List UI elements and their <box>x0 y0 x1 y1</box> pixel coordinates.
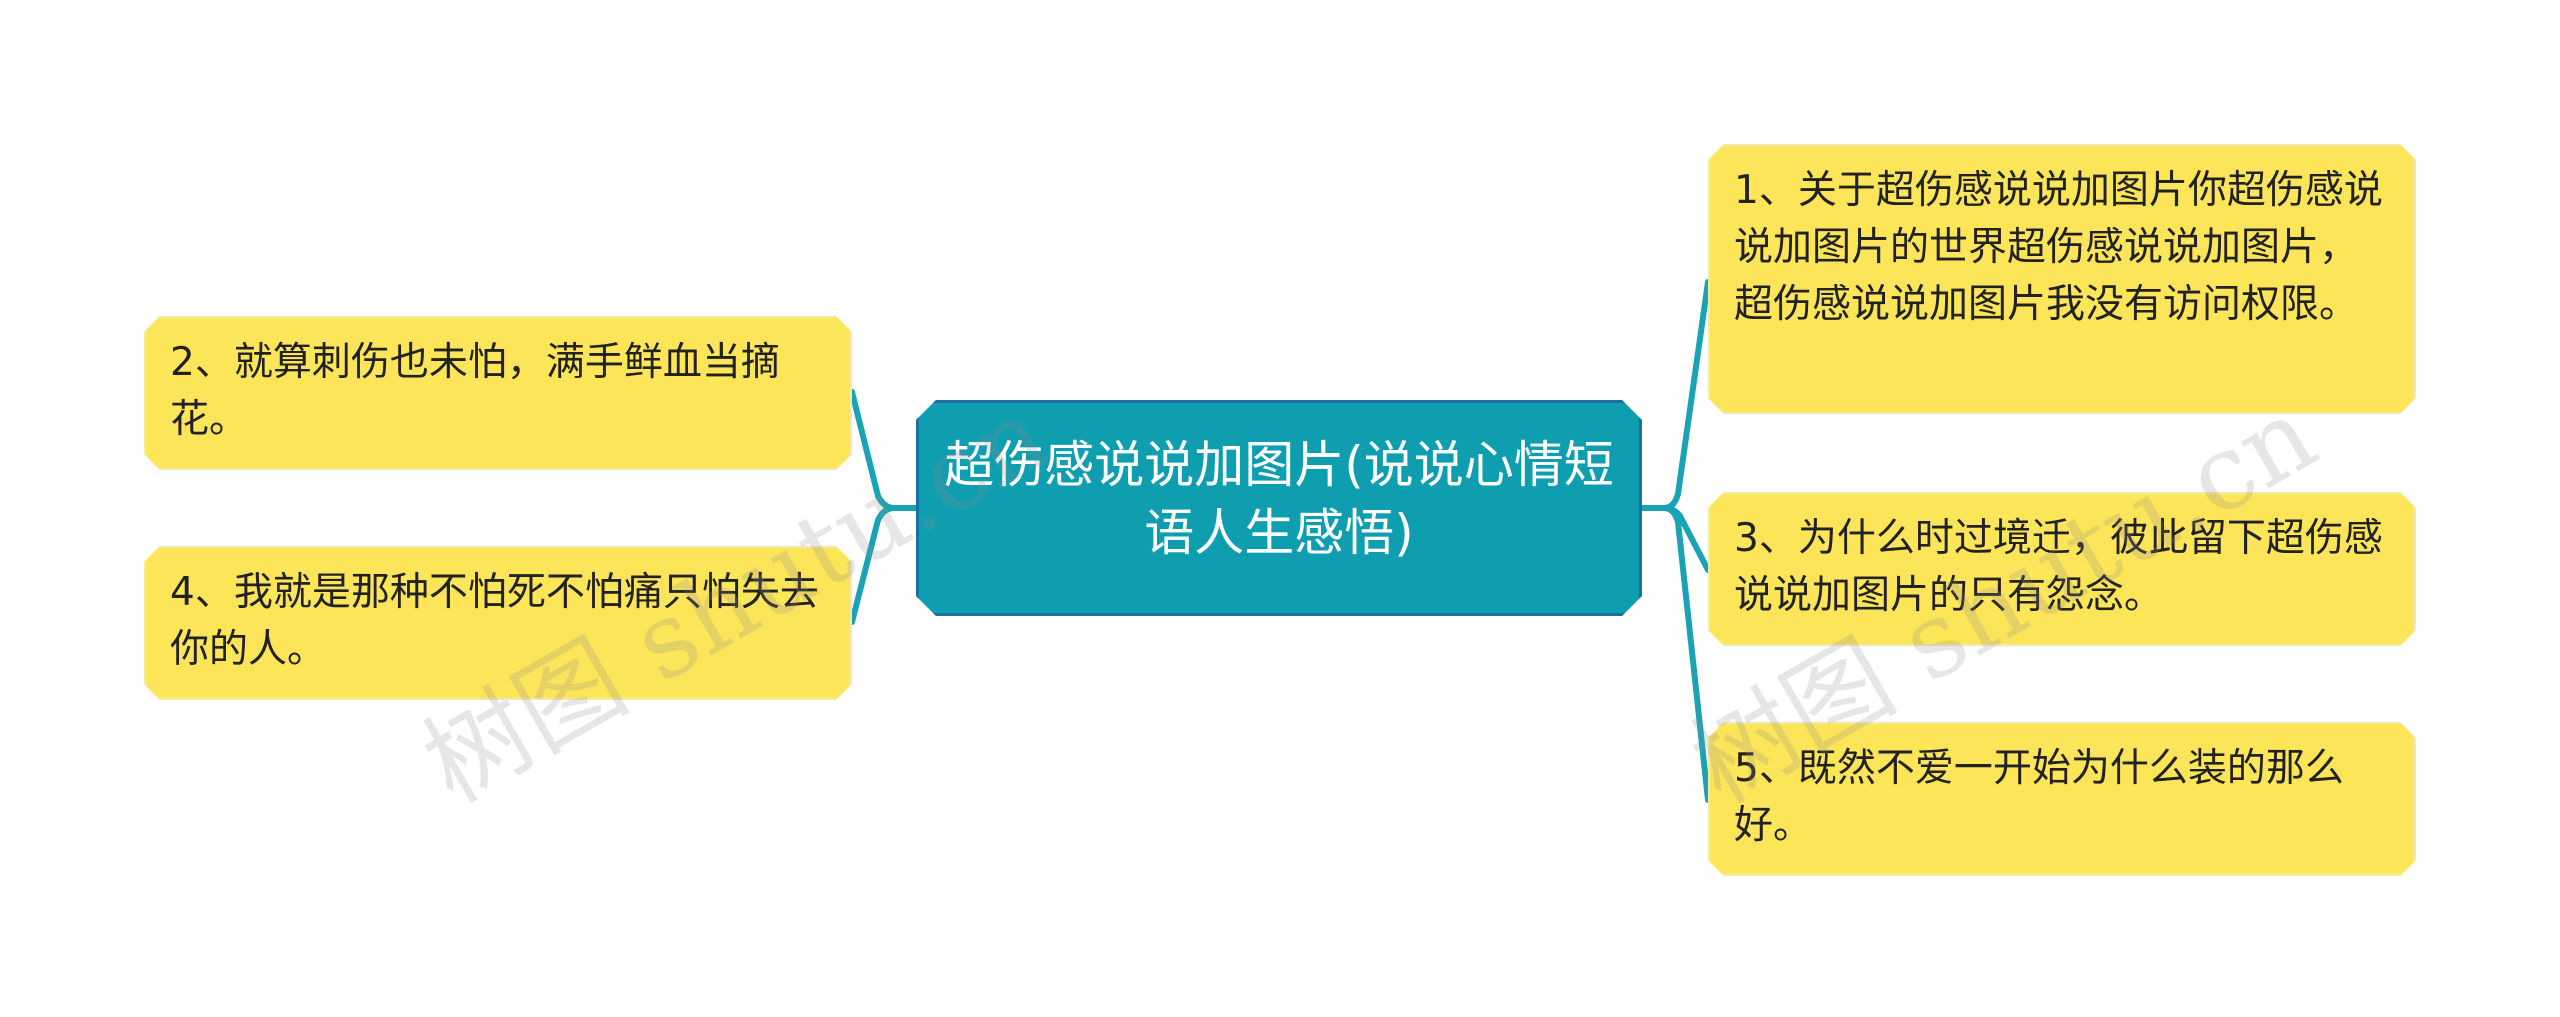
mindmap-root-node[interactable]: 超伤感说说加图片(说说心情短语人生感悟) <box>916 400 1642 616</box>
connector-center-to-node-1 <box>1639 279 1711 511</box>
connector-center-to-node-4 <box>849 505 919 625</box>
mindmap-node-right-2[interactable]: 3、为什么时过境迁，彼此留下超伤感说说加图片的只有怨念。 <box>1708 492 2416 646</box>
node-text: 4、我就是那种不怕死不怕痛只怕失去你的人。 <box>170 570 819 672</box>
mindmap-node-right-3[interactable]: 5、既然不爱一开始为什么装的那么好。 <box>1708 722 2416 876</box>
mindmap-node-left-2[interactable]: 4、我就是那种不怕死不怕痛只怕失去你的人。 <box>144 546 852 700</box>
mindmap-node-right-1[interactable]: 1、关于超伤感说说加图片你超伤感说说加图片的世界超伤感说说加图片，超伤感说说加图… <box>1708 144 2416 414</box>
connector-center-to-node-5 <box>1639 505 1711 803</box>
node-text: 3、为什么时过境迁，彼此留下超伤感说说加图片的只有怨念。 <box>1734 516 2383 618</box>
root-node-text: 超伤感说说加图片(说说心情短语人生感悟) <box>944 436 1614 562</box>
connector-center-to-node-2 <box>849 389 919 511</box>
node-text: 5、既然不爱一开始为什么装的那么好。 <box>1734 746 2344 848</box>
node-text: 2、就算刺伤也未怕，满手鲜血当摘花。 <box>170 340 780 442</box>
mindmap-node-left-1[interactable]: 2、就算刺伤也未怕，满手鲜血当摘花。 <box>144 316 852 470</box>
node-text: 1、关于超伤感说说加图片你超伤感说说加图片的世界超伤感说说加图片，超伤感说说加图… <box>1734 168 2383 327</box>
